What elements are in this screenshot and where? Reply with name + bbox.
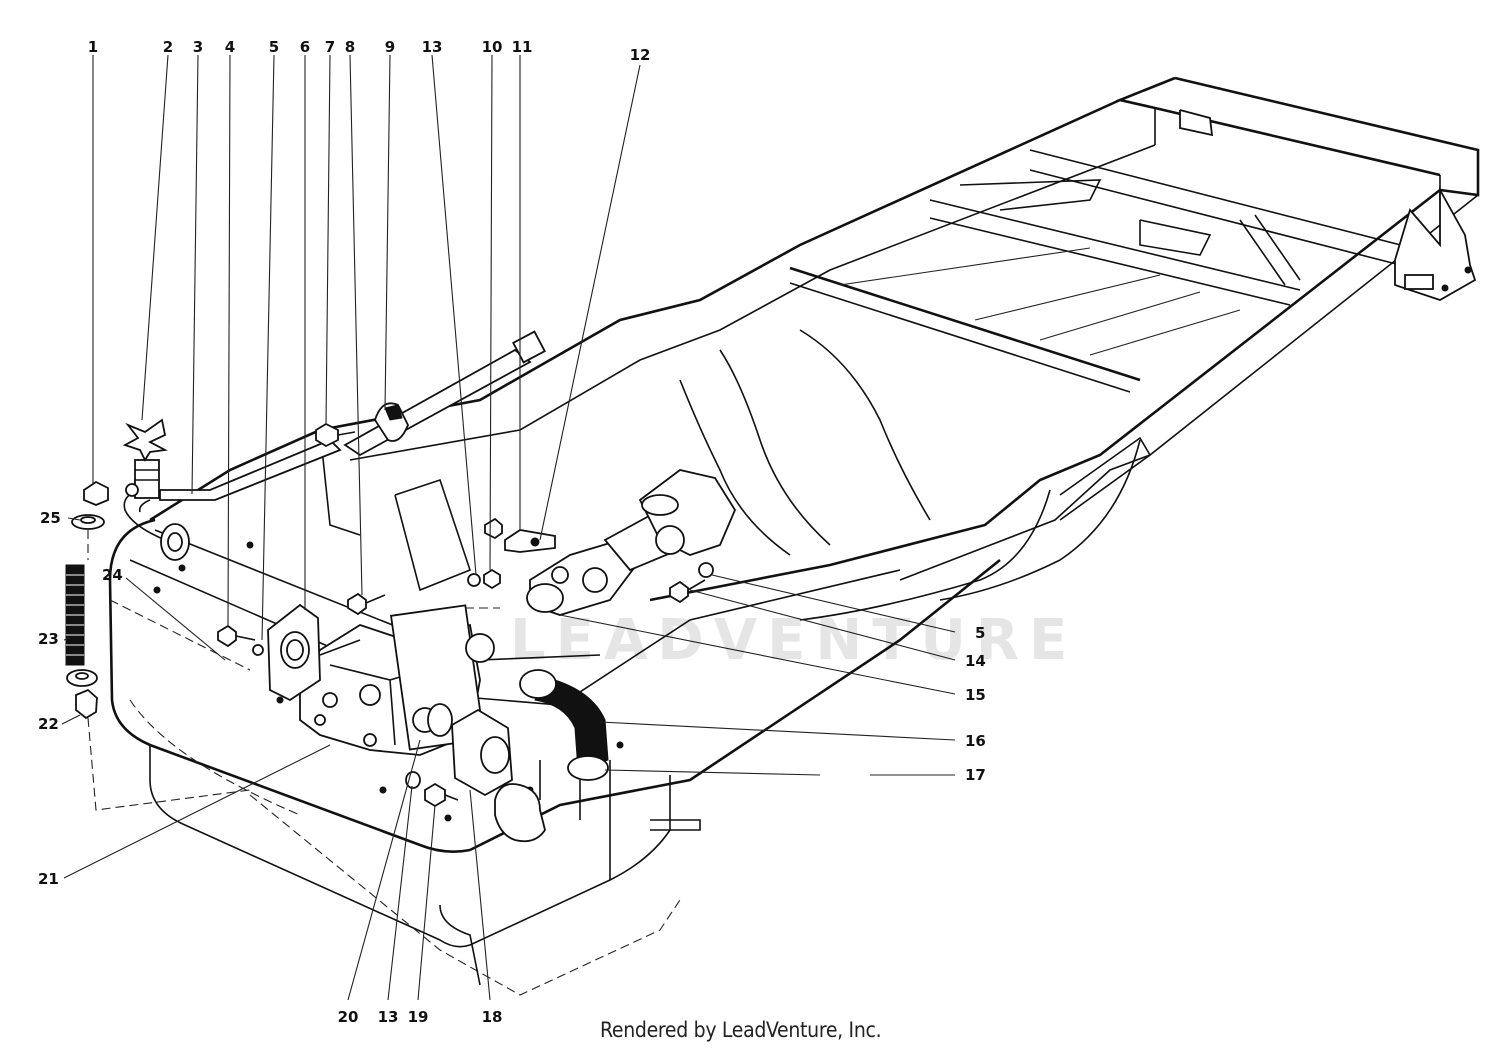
callout-2: 2 <box>163 38 173 56</box>
callout-25: 25 <box>40 509 61 527</box>
callout-11: 11 <box>512 38 533 56</box>
callout-20: 20 <box>338 1008 359 1026</box>
callout-13-bottom: 13 <box>378 1008 399 1026</box>
callout-13-top: 13 <box>422 38 443 56</box>
callout-6: 6 <box>300 38 310 56</box>
callout-12: 12 <box>630 46 651 64</box>
callout-numbers: 1 2 3 4 5 6 7 8 9 13 10 11 12 25 24 23 2… <box>38 38 986 1026</box>
chassis-frame <box>149 76 1480 621</box>
callout-10: 10 <box>482 38 503 56</box>
pump-outlet-parts <box>405 703 546 843</box>
hydraulic-tank-pan <box>108 429 1001 996</box>
callout-21: 21 <box>38 870 59 888</box>
callout-7: 7 <box>325 38 335 56</box>
callout-1: 1 <box>88 38 98 56</box>
callout-4: 4 <box>225 38 235 56</box>
callout-23: 23 <box>38 630 59 648</box>
callout-19: 19 <box>408 1008 429 1026</box>
credit-text: Rendered by LeadVenture, Inc. <box>600 1018 882 1042</box>
leader-lines <box>61 54 956 1001</box>
callout-9: 9 <box>385 38 395 56</box>
callout-22: 22 <box>38 715 59 733</box>
drive-shaft <box>394 469 737 616</box>
callout-8: 8 <box>345 38 355 56</box>
watermark: LEADVENTURE <box>510 608 1078 673</box>
callout-14: 14 <box>965 652 986 670</box>
callout-24: 24 <box>102 566 123 584</box>
callout-18: 18 <box>482 1008 503 1026</box>
callout-5-right: 5 <box>975 624 985 642</box>
callout-5-top: 5 <box>269 38 279 56</box>
callout-3: 3 <box>193 38 203 56</box>
left-hose-parts <box>65 514 251 811</box>
callout-15: 15 <box>965 686 986 704</box>
valve-and-hose-assembly <box>83 330 546 561</box>
callout-16: 16 <box>965 732 986 750</box>
callout-17: 17 <box>965 766 986 784</box>
suction-hose <box>519 669 609 820</box>
